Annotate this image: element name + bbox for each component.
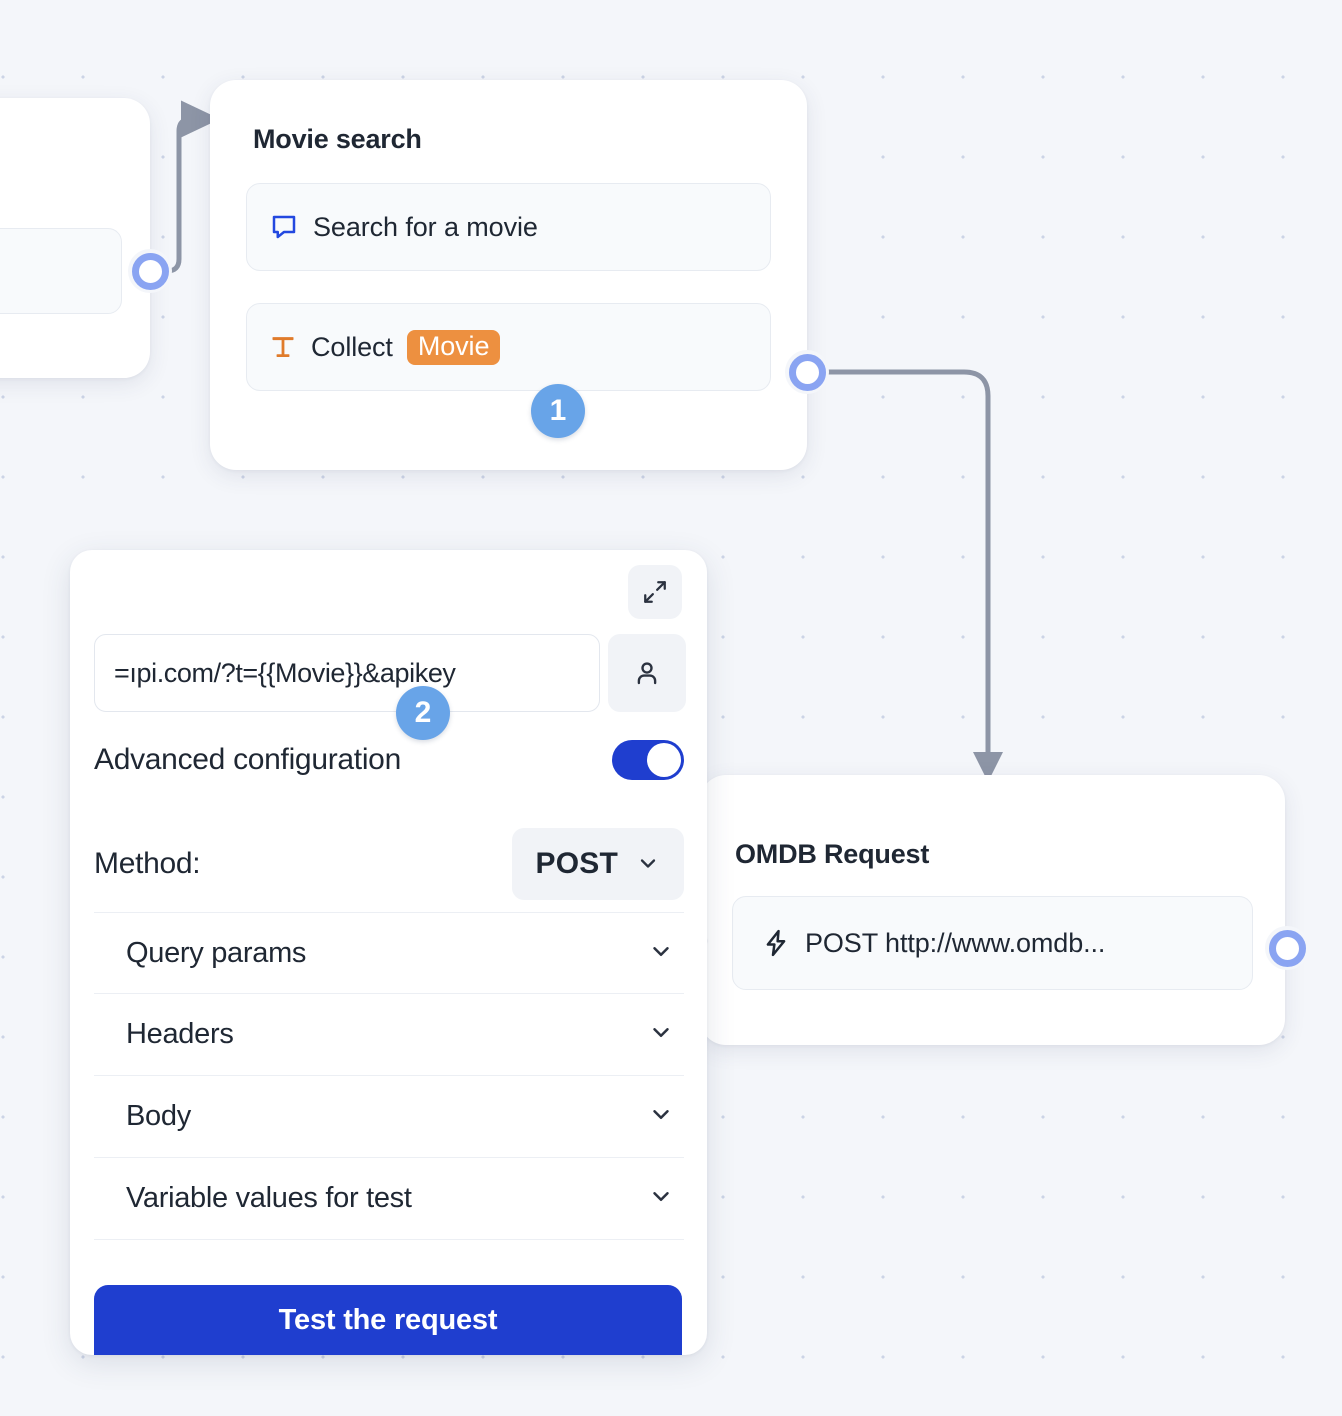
accordion-label: Query params bbox=[126, 936, 307, 969]
accordion-label: Headers bbox=[126, 1018, 234, 1050]
port-omdb-output[interactable] bbox=[1265, 926, 1309, 970]
chevron-down-icon bbox=[648, 1183, 674, 1214]
advanced-configuration-toggle[interactable] bbox=[612, 740, 684, 780]
accordion-item-body[interactable]: Body bbox=[94, 1076, 684, 1158]
variable-chip-movie[interactable]: Movie bbox=[406, 329, 501, 365]
step-badge-2: 2 bbox=[396, 686, 450, 740]
step-badge-1: 1 bbox=[531, 384, 585, 438]
request-url-input[interactable] bbox=[94, 634, 600, 712]
accordion-item-variable-values-for-test[interactable]: Variable values for test bbox=[94, 1158, 684, 1240]
text-input-icon bbox=[269, 333, 297, 361]
method-select[interactable]: POST bbox=[511, 828, 684, 900]
row-post-request[interactable]: POST http://www.omdb... bbox=[732, 896, 1253, 990]
person-icon[interactable] bbox=[608, 634, 686, 712]
method-value: POST bbox=[535, 847, 618, 880]
chevron-down-icon bbox=[648, 938, 674, 969]
accordion-item-query-params[interactable]: Query params bbox=[94, 912, 684, 994]
accordion-label: Variable values for test bbox=[126, 1182, 412, 1214]
row-search-for-a-movie[interactable]: Search for a movie bbox=[246, 183, 771, 271]
request-accordion: Query params Headers Body bbox=[94, 912, 684, 1240]
node-movie-search-title: Movie search bbox=[253, 124, 422, 154]
node-movie-search[interactable]: Movie search Search for a movie Collect … bbox=[210, 80, 807, 470]
method-row: Method: POST bbox=[94, 828, 684, 900]
row-collect-movie[interactable]: Collect Movie bbox=[246, 303, 771, 391]
node-trigger-row[interactable] bbox=[0, 228, 122, 314]
chevron-down-icon bbox=[636, 851, 660, 878]
port-movie-search-output[interactable] bbox=[785, 350, 829, 394]
accordion-item-headers[interactable]: Headers bbox=[94, 994, 684, 1076]
node-omdb-title: OMDB Request bbox=[735, 839, 930, 869]
row-label: POST http://www.omdb... bbox=[805, 927, 1106, 958]
port-trigger-output[interactable] bbox=[128, 249, 172, 293]
url-field-row[interactable] bbox=[94, 634, 686, 712]
accordion-label: Body bbox=[126, 1100, 191, 1132]
request-config-panel[interactable]: Advanced configuration Method: POST Quer… bbox=[70, 550, 707, 1355]
message-bubble-icon bbox=[269, 212, 299, 242]
chevron-down-icon bbox=[648, 1101, 674, 1132]
row-label: Collect bbox=[311, 331, 393, 362]
chevron-down-icon bbox=[648, 1019, 674, 1050]
expand-diagonal-icon[interactable] bbox=[628, 565, 682, 619]
advanced-configuration-row[interactable]: Advanced configuration bbox=[94, 740, 684, 780]
node-trigger-partial[interactable] bbox=[0, 98, 150, 378]
lightning-bolt-icon bbox=[761, 928, 791, 958]
row-label: Search for a movie bbox=[313, 211, 538, 242]
method-label: Method: bbox=[94, 847, 201, 880]
test-the-request-button[interactable]: Test the request bbox=[94, 1285, 682, 1355]
node-omdb-request[interactable]: OMDB Request POST http://www.omdb... bbox=[700, 775, 1285, 1045]
advanced-configuration-label: Advanced configuration bbox=[94, 743, 401, 776]
